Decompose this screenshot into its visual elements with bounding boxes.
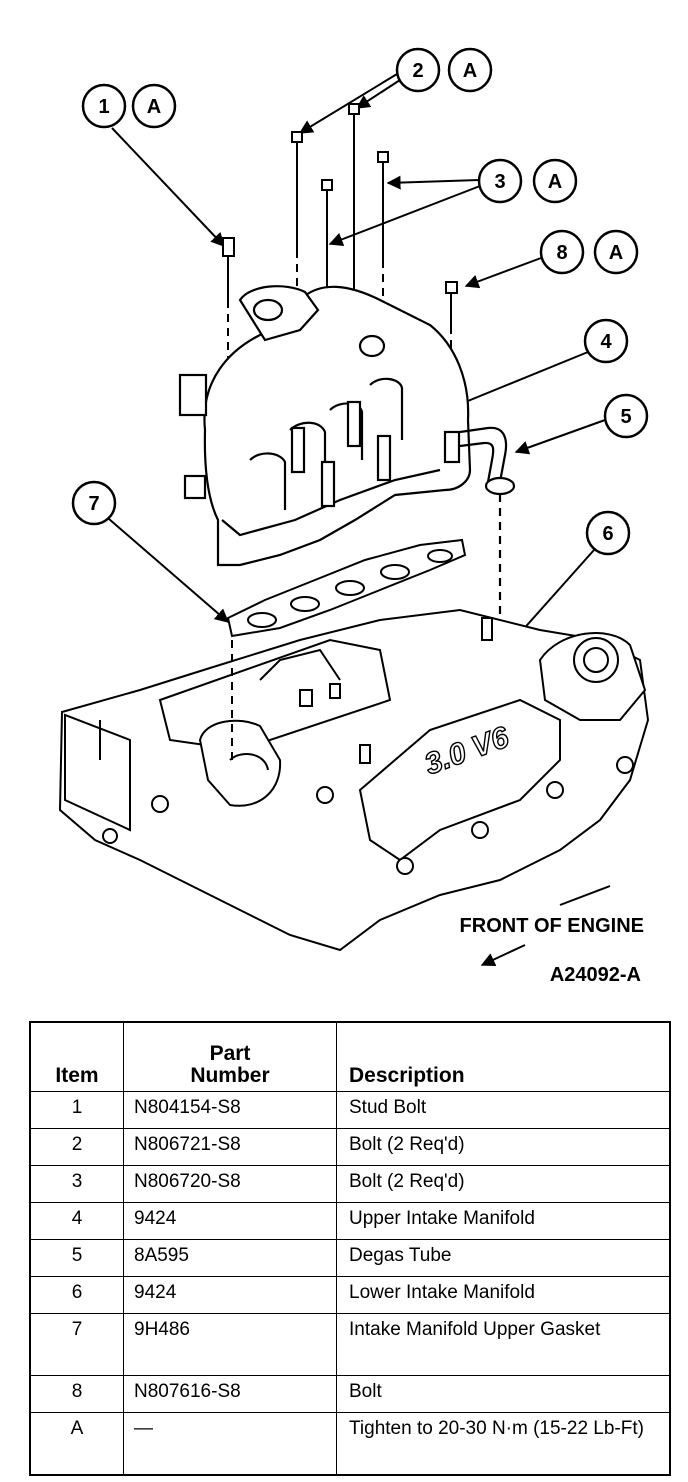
engine-block [58,608,650,952]
row-description: Intake Manifold Upper Gasket [336,1313,671,1376]
front-arrow-line [559,885,611,906]
callout-2-tag: A [463,60,477,82]
row-part-number: 9424 [123,1276,337,1314]
row-item: 2 [29,1128,124,1166]
callout-6: 6 [511,510,631,644]
row-item: 8 [29,1375,124,1413]
row-part-number: N806720-S8 [123,1165,337,1203]
row-item: A [29,1412,124,1476]
callout-4: 4 [434,318,629,416]
row-item: 5 [29,1239,124,1277]
callout-8-number: 8 [556,242,567,264]
callout-6-number: 6 [602,523,613,545]
table-row: 1 N804154-S8 Stud Bolt [29,1091,671,1129]
callout-8: 8 A [464,229,639,289]
row-part-number: 8A595 [123,1239,337,1277]
row-item: 7 [29,1313,124,1376]
callout-8-tag: A [609,242,623,264]
row-description: Lower Intake Manifold [336,1276,671,1314]
intake-manifold-upper-gasket [226,538,467,638]
table-row: 3 N806720-S8 Bolt (2 Req'd) [29,1165,671,1203]
item-column-header: Item [29,1021,124,1092]
row-part-number: N807616-S8 [123,1375,337,1413]
row-description: Tighten to 20-30 N·m (15-22 Lb-Ft) [336,1412,671,1476]
callout-1-number: 1 [98,96,109,118]
part-header-line1: Part [209,1042,251,1065]
table-row: 2 N806721-S8 Bolt (2 Req'd) [29,1128,671,1166]
callout-2: 2 A [298,47,493,134]
table-row: A — Tighten to 20-30 N·m (15-22 Lb-Ft) [29,1412,671,1476]
parts-table: Item Part Number Description 1 N804154-S… [29,1021,671,1476]
callout-1: 1 A [81,83,225,248]
callout-5-number: 5 [620,406,631,428]
figure-id-label: A24092-A [550,964,641,986]
row-part-number: N804154-S8 [123,1091,337,1129]
callout-3: 3 A [328,158,578,246]
row-part-number: 9424 [123,1202,337,1240]
callout-7-number: 7 [88,493,99,515]
table-row: 6 9424 Lower Intake Manifold [29,1276,671,1314]
table-row: 5 8A595 Degas Tube [29,1239,671,1277]
row-item: 1 [29,1091,124,1129]
callout-1-tag: A [147,96,161,118]
callout-2-number: 2 [412,60,423,82]
part-header-line2: Number [190,1064,270,1087]
row-description: Bolt (2 Req'd) [336,1128,671,1166]
row-part-number: — [123,1412,337,1476]
row-description: Upper Intake Manifold [336,1202,671,1240]
degas-tube [459,426,516,640]
row-item: 4 [29,1202,124,1240]
callout-3-number: 3 [494,171,505,193]
table-row: 4 9424 Upper Intake Manifold [29,1202,671,1240]
table-row: 7 9H486 Intake Manifold Upper Gasket [29,1313,671,1376]
row-part-number: 9H486 [123,1313,337,1376]
front-of-engine-label: FRONT OF ENGINE [460,915,644,937]
row-part-number: N806721-S8 [123,1128,337,1166]
row-description: Bolt (2 Req'd) [336,1165,671,1203]
callout-4-number: 4 [600,331,612,353]
callout-5: 5 [514,393,649,455]
description-column-header: Description [336,1021,671,1092]
row-description: Bolt [336,1375,671,1413]
row-item: 3 [29,1165,124,1203]
front-arrow [480,944,526,967]
table-header-row: Item Part Number Description [29,1021,671,1092]
row-description: Degas Tube [336,1239,671,1277]
callout-3-tag: A [548,171,562,193]
upper-intake-manifold [178,285,472,567]
row-description: Stud Bolt [336,1091,671,1129]
exploded-view-diagram: 1 A 2 A 3 A 8 A 4 5 [58,47,650,986]
row-item: 6 [29,1276,124,1314]
callout-7: 7 [71,480,230,623]
table-row: 8 N807616-S8 Bolt [29,1375,671,1413]
part-number-column-header: Part Number [123,1021,337,1092]
